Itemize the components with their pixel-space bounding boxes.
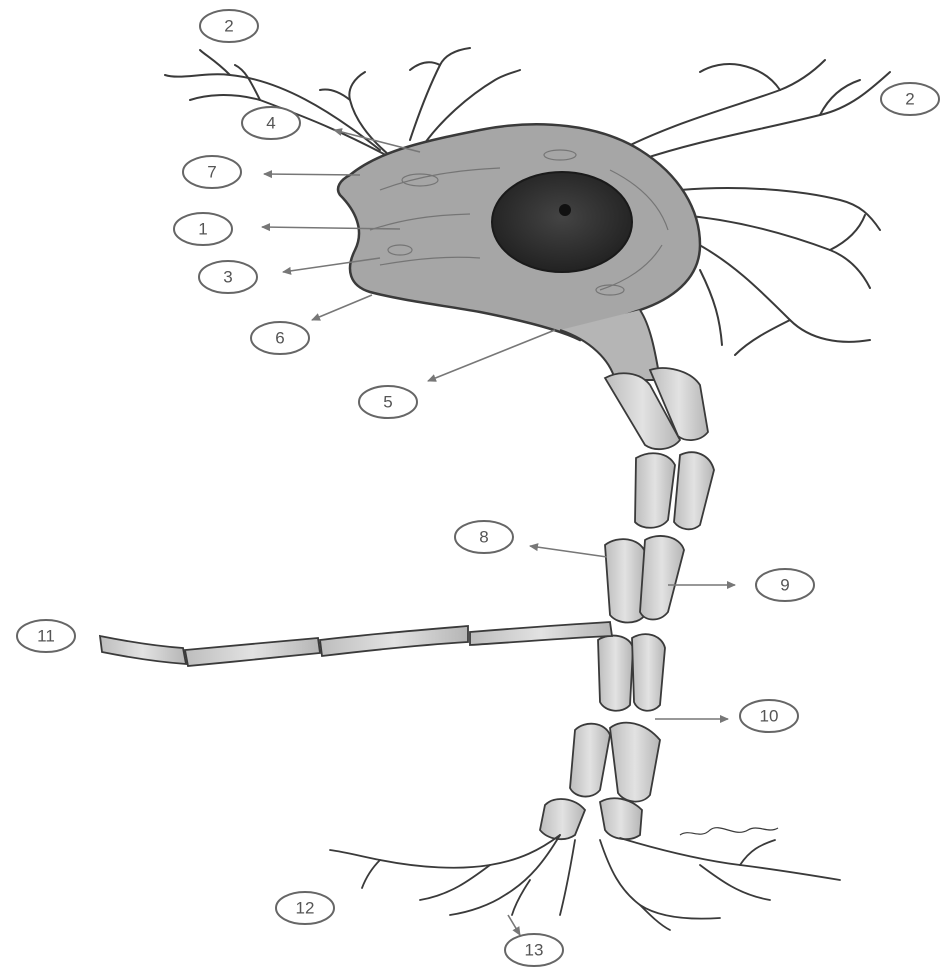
svg-text:2: 2 bbox=[224, 17, 233, 36]
arrow-8 bbox=[530, 546, 607, 557]
svg-text:5: 5 bbox=[383, 393, 392, 412]
svg-text:1: 1 bbox=[198, 220, 207, 239]
svg-text:11: 11 bbox=[37, 627, 55, 646]
svg-text:10: 10 bbox=[760, 707, 779, 726]
svg-text:6: 6 bbox=[275, 329, 284, 348]
label-5: 5 bbox=[359, 386, 417, 418]
svg-text:9: 9 bbox=[780, 576, 789, 595]
arrow-7 bbox=[264, 174, 360, 175]
axon-collateral bbox=[100, 622, 612, 666]
nucleolus bbox=[559, 204, 571, 216]
axon-terminals bbox=[330, 835, 840, 930]
arrow-5 bbox=[428, 330, 555, 381]
artist-signature bbox=[680, 828, 778, 835]
label-11: 11 bbox=[17, 620, 75, 652]
svg-text:4: 4 bbox=[266, 114, 275, 133]
svg-text:3: 3 bbox=[223, 268, 232, 287]
label-13: 13 bbox=[505, 934, 563, 966]
svg-text:12: 12 bbox=[296, 899, 315, 918]
svg-text:8: 8 bbox=[479, 528, 488, 547]
label-8: 8 bbox=[455, 521, 513, 553]
svg-text:7: 7 bbox=[207, 163, 216, 182]
arrow-13 bbox=[508, 915, 520, 935]
svg-text:2: 2 bbox=[905, 90, 914, 109]
label-10: 10 bbox=[740, 700, 798, 732]
nucleus bbox=[492, 172, 632, 272]
label-6: 6 bbox=[251, 322, 309, 354]
svg-text:13: 13 bbox=[525, 941, 544, 960]
label-7: 7 bbox=[183, 156, 241, 188]
label-2-top-right: 2 bbox=[881, 83, 939, 115]
label-3: 3 bbox=[199, 261, 257, 293]
label-2-top-left: 2 bbox=[200, 10, 258, 42]
myelin-sheath-main bbox=[540, 368, 714, 839]
label-4: 4 bbox=[242, 107, 300, 139]
label-12: 12 bbox=[276, 892, 334, 924]
label-9: 9 bbox=[756, 569, 814, 601]
arrow-6 bbox=[312, 295, 372, 320]
label-1: 1 bbox=[174, 213, 232, 245]
